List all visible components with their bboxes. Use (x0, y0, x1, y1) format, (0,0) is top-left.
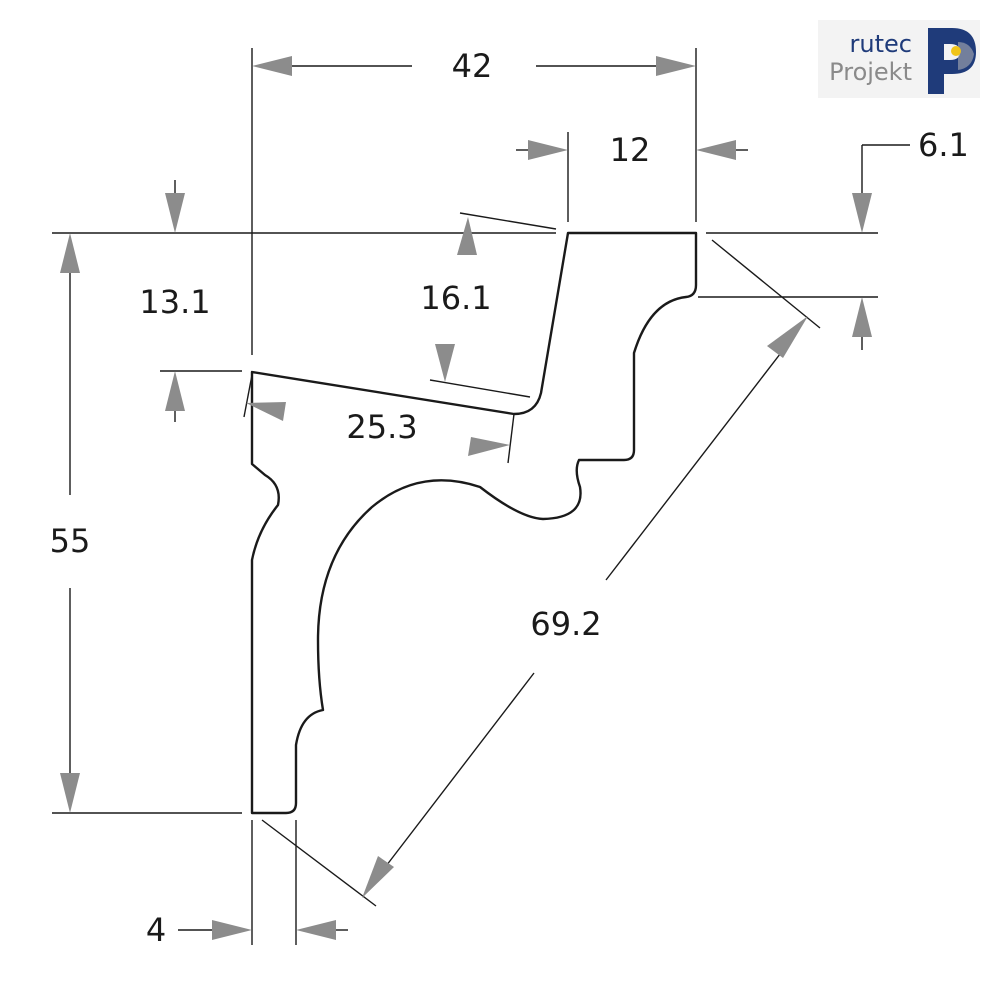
dim-16-1-arrow-top (457, 217, 477, 255)
dim-4-arrow-left (212, 920, 252, 940)
dim-25-3-label: 25.3 (346, 408, 417, 446)
dim-4-label: 4 (146, 911, 166, 949)
dim-6-1-arrow-top (852, 193, 872, 233)
dim-69-2-label: 69.2 (530, 605, 601, 643)
dim-25-3-arrow-left (246, 402, 286, 421)
ext-angled-bottom (429, 379, 531, 398)
dim-6-1-label: 6.1 (918, 126, 969, 164)
dim-55-arrow-top (60, 233, 80, 273)
dim-16-1-label: 16.1 (420, 279, 491, 317)
dim-55-arrow-bottom (60, 773, 80, 813)
dim-69-2-line-lower (382, 672, 535, 871)
dim-69-2-arrow-top (767, 316, 808, 358)
dim-42-label: 42 (452, 47, 493, 85)
dim-55-label: 55 (50, 522, 91, 560)
dim-13-1-label: 13.1 (139, 283, 210, 321)
ext-25-3-left (243, 374, 253, 418)
dim-12-arrow-right (696, 140, 736, 160)
ext-angled-top (459, 212, 557, 230)
dim-6-1-arrow-bottom (852, 297, 872, 337)
ext-25-3-right (507, 413, 515, 464)
logo-p-icon (928, 28, 976, 94)
dim-13-1-arrow-top (165, 193, 185, 233)
dim-4-arrow-right (296, 920, 336, 940)
dim-12-label: 12 (610, 131, 651, 169)
dim-42-arrow-left (252, 56, 292, 76)
rutec-projekt-logo: rutec Projekt (818, 20, 980, 98)
ext-diag-top (711, 239, 821, 329)
dim-13-1-arrow-bottom (165, 371, 185, 411)
dim-69-2-line-upper (605, 344, 788, 581)
logo-text-rutec: rutec (849, 30, 912, 58)
moulding-profile (250, 231, 698, 815)
logo-text-projekt: Projekt (829, 58, 912, 86)
dim-42-arrow-right (656, 56, 696, 76)
dim-69-2-arrow-bottom (362, 856, 394, 898)
dim-16-1-arrow-bottom (435, 344, 455, 382)
dim-12-arrow-left (528, 140, 568, 160)
ext-diag-bottom (261, 819, 377, 907)
dim-25-3-arrow-right (468, 437, 510, 456)
